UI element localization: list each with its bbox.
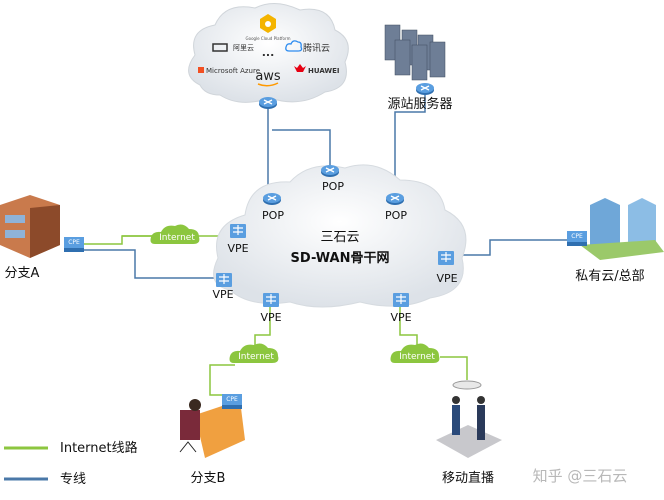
pop-label: POP xyxy=(322,180,344,193)
internet-label: Internet xyxy=(399,352,435,362)
vpe-label: VPE xyxy=(227,242,248,255)
server-rack-icon xyxy=(384,24,446,81)
vpe-label: VPE xyxy=(212,288,233,301)
aws-smile-icon xyxy=(257,82,279,87)
office-towers-icon xyxy=(580,198,664,260)
pop-label: POP xyxy=(385,209,407,222)
office-worker-desk-icon xyxy=(179,399,245,458)
pop-router-icon xyxy=(320,164,340,178)
internet-cloud-bottom-left: Internet xyxy=(229,343,279,363)
pop-router-icon xyxy=(385,192,405,206)
vpe-label: VPE xyxy=(436,272,457,285)
backbone-subtitle: SD-WAN骨干网 xyxy=(291,251,390,266)
vpe-icon xyxy=(392,292,410,308)
watermark: 知乎 @三石云 xyxy=(533,467,628,485)
cpe-label: CPE xyxy=(226,396,238,403)
origin-server-label: 源站服务器 xyxy=(387,96,452,112)
branch-b-label: 分支B xyxy=(191,471,226,486)
vpe-icon xyxy=(262,292,280,308)
huawei-icon xyxy=(294,64,306,72)
server-router-icon xyxy=(415,82,435,96)
huawei-logo: HUAWEI xyxy=(308,67,340,75)
vpe-label: VPE xyxy=(260,311,281,324)
cpe-label: CPE xyxy=(68,239,80,246)
pop-router-icon xyxy=(262,192,282,206)
legend: Internet线路 专线 xyxy=(4,440,138,487)
aliyun-logo: 阿里云 xyxy=(233,43,254,52)
internet-cloud-bottom-right: Internet xyxy=(390,343,440,363)
public-cloud: Google Cloud Platform 阿里云 腾讯云 ... Micros… xyxy=(188,3,349,110)
origin-server: 源站服务器 xyxy=(384,24,453,112)
pop-label: POP xyxy=(262,209,284,222)
more-providers: ... xyxy=(262,46,275,59)
mobile-live-label: 移动直播 xyxy=(442,471,494,486)
mobile-live: 移动直播 xyxy=(436,380,502,486)
azure-icon xyxy=(198,67,204,73)
vpe-icon xyxy=(229,223,247,239)
google-cloud-logo: Google Cloud Platform xyxy=(246,14,291,41)
vpe-icon xyxy=(215,272,233,288)
backbone-title: 三石云 xyxy=(320,230,359,245)
tencent-cloud-icon xyxy=(285,40,303,52)
azure-logo: Microsoft Azure xyxy=(206,67,260,75)
legend-internet-label: Internet线路 xyxy=(60,440,138,456)
branch-b: CPE 分支B xyxy=(179,394,245,486)
branch-a: CPE 分支A xyxy=(0,195,84,281)
vpe-label: VPE xyxy=(390,311,411,324)
sdwan-backbone-cloud: 三石云 SD-WAN骨干网 POP POP POP VPE VPE VPE VP… xyxy=(212,164,467,324)
aliyun-icon xyxy=(212,43,228,52)
office-building-icon xyxy=(0,195,60,258)
aws-logo: aws xyxy=(255,69,281,84)
cpe-label: CPE xyxy=(571,233,583,240)
vpe-icon xyxy=(437,250,455,266)
google-cloud-text: Google Cloud Platform xyxy=(246,36,291,41)
branch-a-label: 分支A xyxy=(5,266,40,281)
tencent-cloud-logo: 腾讯云 xyxy=(303,42,330,54)
internet-label: Internet xyxy=(159,233,195,243)
internet-label: Internet xyxy=(238,352,274,362)
private-hq: CPE 私有云/总部 xyxy=(567,198,664,284)
legend-private-label: 专线 xyxy=(60,472,86,487)
private-hq-label: 私有云/总部 xyxy=(575,269,644,284)
private-lines xyxy=(84,95,568,279)
live-streaming-people-icon xyxy=(436,380,502,458)
cloud-router-icon xyxy=(258,96,278,110)
internet-cloud-left: Internet xyxy=(150,224,200,244)
